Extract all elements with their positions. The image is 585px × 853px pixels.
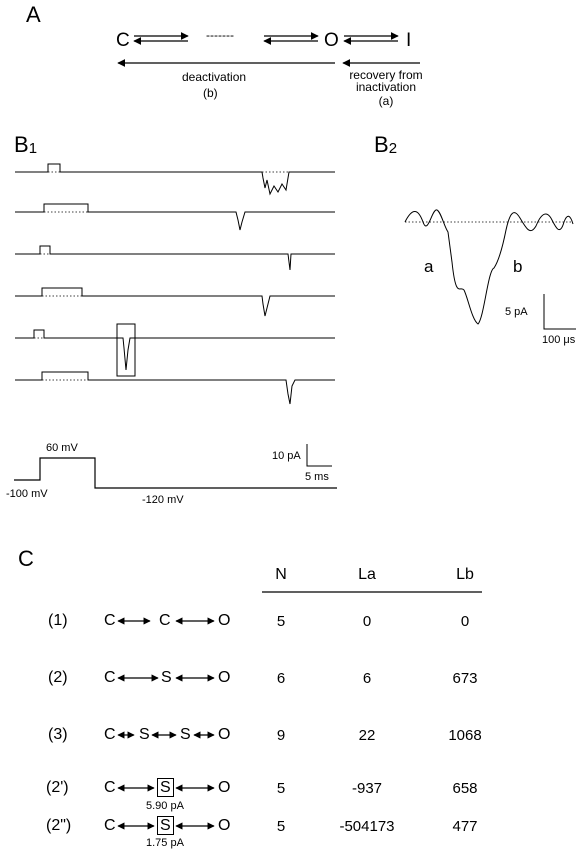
b1-current-scale-label: 10 pA <box>272 450 301 462</box>
scheme-id: (2') <box>46 779 69 796</box>
protocol-test-voltage: -120 mV <box>142 494 184 506</box>
cell-la: -504173 <box>339 818 395 835</box>
cell-la: 6 <box>362 670 372 687</box>
cell-la: 22 <box>358 727 376 744</box>
recovery-label-line1: recovery from <box>349 68 423 82</box>
subconductance-amplitude: 1.75 pA <box>146 837 184 849</box>
cell-lb: 658 <box>452 780 478 797</box>
closed-level-dotted-lines <box>34 171 289 381</box>
scheme-arrows <box>117 617 215 830</box>
scheme-state: O <box>218 817 231 834</box>
panel-c-label: C <box>18 546 34 571</box>
protocol-step-voltage: 60 mV <box>46 442 78 454</box>
panel-b1-subscript: 1 <box>28 140 38 157</box>
recovery-sub-label: (a) <box>378 94 394 108</box>
scheme-id: (1) <box>48 612 68 629</box>
cell-lb: 673 <box>452 670 478 687</box>
single-channel-traces <box>15 163 335 405</box>
cell-n: 5 <box>276 780 286 797</box>
scheme-id: (2) <box>48 669 68 686</box>
cell-n: 9 <box>276 727 286 744</box>
b2-phase-b-label: b <box>513 257 523 276</box>
b2-current-scale-label: 5 pA <box>505 306 528 318</box>
trace-1 <box>15 163 335 196</box>
scheme-state: C <box>104 779 116 796</box>
scheme-state: C <box>159 612 171 629</box>
trace-4 <box>15 287 335 317</box>
scheme-state: O <box>218 669 231 686</box>
panel-a-label: A <box>26 2 41 27</box>
scheme-state: O <box>218 779 231 796</box>
intermediate-states-ellipsis: ------- <box>206 28 234 42</box>
deactivation-sub-label: (b) <box>203 86 218 100</box>
scheme-state: S <box>161 669 172 686</box>
scheme-state: C <box>104 669 116 686</box>
cell-lb: 477 <box>452 818 478 835</box>
recovery-label-line2: inactivation <box>355 80 417 94</box>
cell-n: 5 <box>276 613 286 630</box>
trace-3 <box>15 245 335 271</box>
scheme-state: O <box>218 726 231 743</box>
scheme-state: S <box>139 726 150 743</box>
column-header-n: N <box>275 566 287 583</box>
scheme-state-boxed: S <box>157 816 174 835</box>
trace-6 <box>15 371 335 405</box>
cell-lb: 1068 <box>448 727 482 744</box>
state-i-inactivated: I <box>406 30 412 51</box>
trace-2 <box>15 203 335 231</box>
scheme-state: C <box>104 726 116 743</box>
scheme-state: C <box>104 817 116 834</box>
b2-expanded-event <box>404 209 574 325</box>
reaction-arrows-a <box>117 32 420 67</box>
panel-b2-label: B2 <box>374 132 397 158</box>
subconductance-amplitude: 5.90 pA <box>146 800 184 812</box>
deactivation-label: deactivation <box>182 70 247 84</box>
scale-bar-b2 <box>543 294 576 330</box>
cell-n: 5 <box>276 818 286 835</box>
panel-b1-label: B1 <box>14 132 37 158</box>
column-header-lb: Lb <box>456 566 474 583</box>
scheme-state-boxed: S <box>157 778 174 797</box>
panel-b1-letter: B <box>14 132 29 157</box>
b2-time-scale-label: 100 μs <box>542 334 576 346</box>
scheme-id: (2") <box>46 817 72 834</box>
b1-time-scale-label: 5 ms <box>305 471 329 483</box>
cell-la: 0 <box>362 613 372 630</box>
state-o-open: O <box>324 30 339 51</box>
cell-lb: 0 <box>460 613 470 630</box>
cell-n: 6 <box>276 670 286 687</box>
highlighted-event-box <box>116 323 136 377</box>
b2-phase-a-label: a <box>424 257 434 276</box>
panel-b2-subscript: 2 <box>388 140 398 157</box>
scheme-state: S <box>180 726 191 743</box>
scheme-state: C <box>104 612 116 629</box>
trace-5 <box>15 329 335 371</box>
column-header-la: La <box>358 566 376 583</box>
panel-b2-letter: B <box>374 132 389 157</box>
protocol-holding-voltage: -100 mV <box>6 488 48 500</box>
cell-la: -937 <box>351 780 383 797</box>
state-c-closed: C <box>116 30 130 51</box>
voltage-protocol-step <box>14 457 337 489</box>
scheme-id: (3) <box>48 726 68 743</box>
scheme-state: O <box>218 612 231 629</box>
scale-bar-b1 <box>306 444 332 467</box>
